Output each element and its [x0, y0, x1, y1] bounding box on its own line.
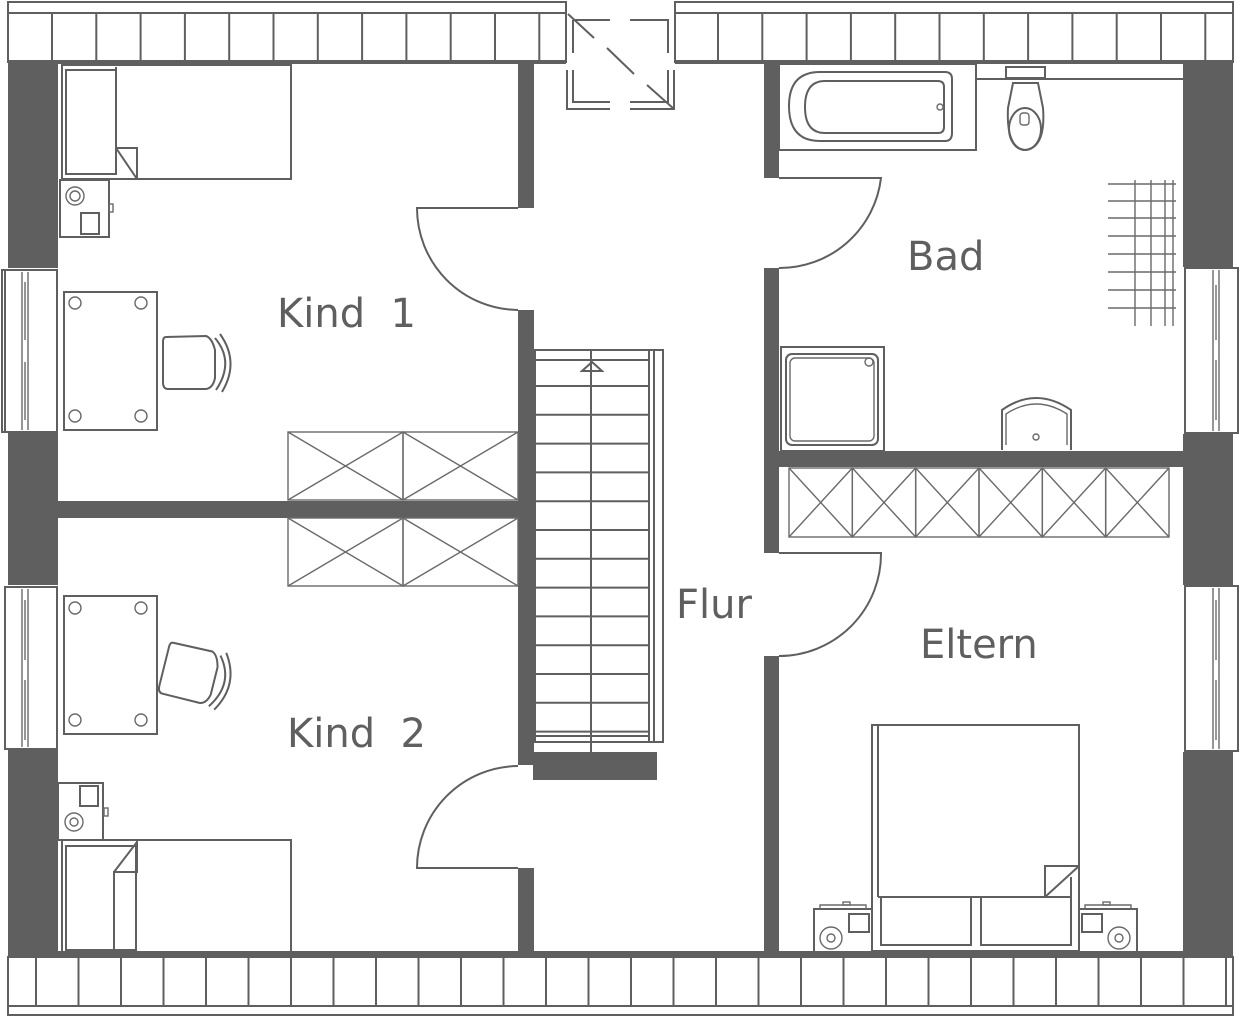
wardrobe-cross — [788, 467, 853, 538]
wall-eltern-flur — [764, 656, 779, 953]
wall-top-left — [8, 60, 566, 64]
wall-bad-eltern — [764, 451, 1183, 467]
wall-bad-flur-lower — [764, 268, 779, 553]
wardrobe-cross — [978, 467, 1043, 538]
wall-kind1-flur-lower — [518, 310, 534, 765]
desk-icon — [63, 595, 158, 735]
nightstand-icon — [57, 782, 109, 841]
wall-top-right — [675, 60, 1233, 64]
skylight-icon — [566, 13, 675, 110]
door-icon — [778, 177, 883, 270]
stair-landing — [533, 752, 657, 780]
wardrobe-cross — [402, 517, 519, 587]
room-label-bad: Bad — [907, 234, 984, 280]
wall-right — [1183, 62, 1233, 957]
nightstand-icon — [1078, 901, 1138, 954]
wall-left — [8, 62, 58, 957]
window-icon — [1183, 267, 1241, 434]
door-icon — [415, 207, 519, 311]
toilet-icon — [1005, 66, 1046, 152]
bed-icon — [61, 64, 292, 180]
wall-bottom — [8, 951, 1233, 957]
nightstand-icon — [813, 901, 873, 954]
radiator-icon — [1108, 180, 1176, 326]
room-label-eltern: Eltern — [920, 622, 1038, 668]
window-icon — [1, 268, 58, 433]
roof-eave-bottom — [7, 956, 1234, 1016]
wardrobe-cross — [1105, 467, 1170, 538]
wardrobe-cross — [915, 467, 980, 538]
door-icon — [415, 765, 519, 869]
chair-icon — [162, 333, 232, 393]
nightstand-icon — [59, 179, 114, 238]
staircase-icon — [534, 349, 664, 752]
wall-kind1-flur-upper — [518, 62, 534, 208]
wardrobe-icon — [287, 517, 519, 587]
wall-bad-flur-upper — [764, 62, 779, 178]
wardrobe-cross — [287, 431, 404, 501]
chair-icon — [157, 641, 232, 711]
desk-icon — [63, 291, 158, 431]
sink-icon — [1001, 397, 1072, 450]
bed-icon — [61, 839, 292, 954]
room-label-flur: Flur — [676, 582, 752, 628]
window-icon — [2, 585, 58, 750]
roof-eave-top-right — [674, 1, 1234, 63]
room-label-kind2: Kind 2 — [287, 711, 426, 757]
wardrobe-door — [402, 517, 519, 587]
wardrobe-icon — [788, 467, 1170, 538]
shower-icon — [780, 346, 885, 452]
wall-kind2-flur — [518, 868, 534, 953]
wardrobe-icon — [287, 431, 519, 501]
wardrobe-door — [1104, 467, 1170, 538]
room-label-kind1: Kind 1 — [277, 291, 416, 337]
wall-kind1-kind2 — [58, 501, 534, 518]
wardrobe-cross — [1041, 467, 1107, 538]
wardrobe-cross — [402, 431, 519, 501]
wardrobe-cross — [851, 467, 917, 538]
door-icon — [778, 552, 883, 657]
wardrobe-cross — [287, 517, 404, 587]
bed-icon — [871, 724, 1080, 952]
window-icon — [1183, 585, 1241, 752]
wardrobe-door — [402, 431, 519, 501]
bathtub-icon — [778, 63, 977, 151]
roof-eave-top-left — [7, 1, 567, 63]
